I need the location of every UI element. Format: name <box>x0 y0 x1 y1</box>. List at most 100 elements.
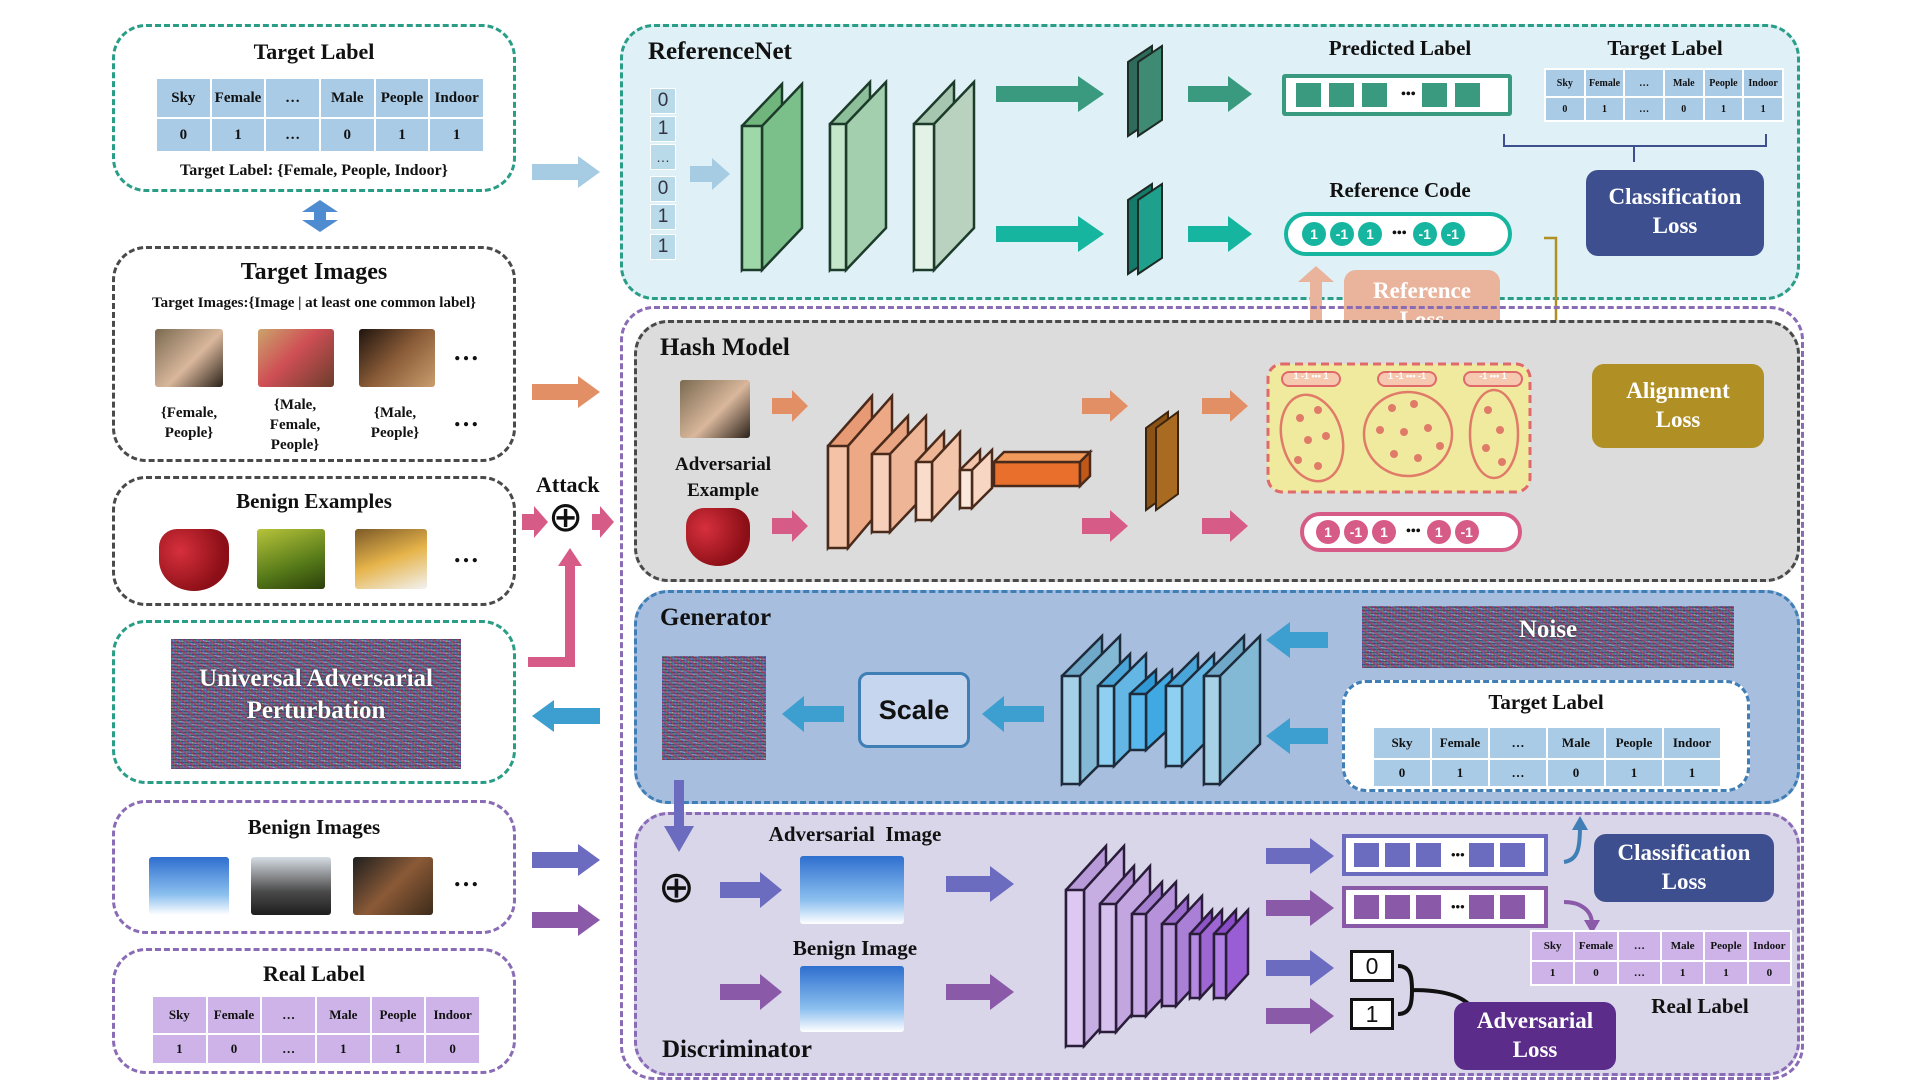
hash-small-block <box>1145 410 1179 512</box>
disc-oplus-icon: ⊕ <box>658 862 695 913</box>
dots: ••• <box>1392 226 1407 241</box>
dots: ••• <box>1451 847 1465 862</box>
table-cell: People <box>373 77 431 119</box>
ref-target-label-title: Target Label <box>1607 36 1723 60</box>
predicted-label-title: Predicted Label <box>1328 36 1472 60</box>
real-score-box: 1 <box>1350 998 1394 1030</box>
fake-score-box: 0 <box>1350 950 1394 982</box>
table-cell: … <box>264 117 321 153</box>
hash-fc-bar <box>990 448 1094 490</box>
arrow-icon <box>1572 816 1588 830</box>
dots: ••• <box>1401 87 1416 102</box>
out-square <box>1385 843 1410 867</box>
code-bit: 1 <box>1372 520 1396 544</box>
ref-layer-3 <box>912 78 976 274</box>
mini-code: 1 -1 ••• 1 <box>1293 371 1329 381</box>
ref-layer-2 <box>828 78 888 274</box>
target-label-table: Sky Female … Male People Indoor 0 1 … 0 … <box>155 77 485 153</box>
table-row: 0 1 … 0 1 1 <box>155 117 485 153</box>
table-cell: Female <box>1430 726 1490 760</box>
table-cell: Female <box>1583 68 1626 98</box>
ref-layer-1 <box>740 80 804 274</box>
adversarial-image <box>800 856 904 924</box>
benign-image-3 <box>353 857 433 915</box>
out-square <box>1354 895 1379 919</box>
arrow-icon <box>1082 390 1128 422</box>
hash-layer-1 <box>826 392 894 552</box>
benign-examples-title: Benign Examples <box>236 489 392 513</box>
table-row: Sky Female … Male People Indoor <box>1544 68 1784 98</box>
cluster-icon <box>1279 388 1520 483</box>
arrow-icon <box>522 506 548 538</box>
table-cell: Indoor <box>1662 726 1722 760</box>
table-cell: 1 <box>1742 96 1784 122</box>
bracket <box>1503 134 1767 162</box>
table-cell: Sky <box>1529 930 1576 962</box>
cluster-points <box>1294 400 1506 470</box>
table-cell: … <box>1623 96 1665 122</box>
out-square <box>1354 843 1379 867</box>
table-cell: Sky <box>1544 68 1586 98</box>
arrow-icon <box>946 974 1014 1010</box>
adversarial-example-label: Adversarial Example <box>674 454 772 501</box>
pred-square <box>1454 83 1480 107</box>
adversarial-loss: Adversarial Loss <box>1454 1002 1616 1070</box>
arrow-icon <box>1584 920 1600 934</box>
uap-connector <box>528 562 575 667</box>
target-image-3 <box>359 329 435 387</box>
table-cell: … <box>264 77 321 119</box>
table-cell: Sky <box>151 995 208 1035</box>
benign-image-1 <box>149 857 229 915</box>
benign-examples-box: Benign Examples … <box>112 476 516 606</box>
referencenet-title: ReferenceNet <box>648 38 792 65</box>
arrow-icon <box>1266 622 1328 658</box>
table-cell: 1 <box>369 1033 427 1065</box>
table-cell: … <box>1488 726 1548 760</box>
table-cell: 0 <box>318 117 376 153</box>
arrow-icon <box>720 974 782 1010</box>
heart-image <box>159 529 229 591</box>
vector-cell: … <box>650 144 676 170</box>
dots: ••• <box>1451 899 1465 914</box>
ellipsis: … <box>453 539 479 568</box>
table-cell: 0 <box>1662 96 1705 122</box>
benign-image-label: Benign Image <box>792 936 918 960</box>
connector <box>674 780 684 828</box>
pred-square <box>1421 83 1447 107</box>
table-cell: 0 <box>1746 960 1793 986</box>
benign-image-2 <box>251 857 331 915</box>
arrow-icon <box>690 158 730 190</box>
adversarial-heart-image <box>686 508 750 566</box>
target-label-title: Target Label <box>253 39 375 64</box>
arrow-icon <box>592 506 614 538</box>
alignment-loss: Alignment Loss <box>1592 364 1764 448</box>
arrow-icon <box>558 548 582 566</box>
vector-cell: 0 <box>650 88 676 114</box>
real-label-title: Real Label <box>262 961 366 986</box>
arrow-icon <box>532 700 600 732</box>
out-square <box>1416 843 1441 867</box>
table-cell: People <box>1703 930 1749 962</box>
benign-images-box: Benign Images … <box>112 800 516 934</box>
ellipsis: … <box>453 337 479 366</box>
table-row: 1 0 … 1 1 0 <box>151 1033 481 1065</box>
out-square <box>1385 895 1410 919</box>
uap-title: Universal Adversarial Perturbation <box>198 665 433 724</box>
table-cell: People <box>369 995 427 1035</box>
table-cell: 1 <box>1702 96 1745 122</box>
table-cell: 1 <box>1604 758 1664 788</box>
gen-target-label-title: Target Label <box>1488 690 1604 714</box>
table-cell: 1 <box>1529 960 1576 986</box>
mini-code: 1 -1 ••• -1 <box>1388 371 1426 381</box>
arrow-icon <box>532 904 600 936</box>
gen-target-label-table: Sky Female … Male People Indoor 0 1 … 0 … <box>1372 726 1722 788</box>
table-cell: 1 <box>1703 960 1749 986</box>
dots: ••• <box>1406 524 1421 539</box>
uap-box: Universal Adversarial Perturbation <box>112 620 516 784</box>
table-cell: Sky <box>1372 726 1432 760</box>
disc-real-label-title: Real Label <box>1651 994 1749 1018</box>
table-cell: … <box>1616 930 1662 962</box>
attack-oplus-icon: ⊕ <box>548 492 584 541</box>
